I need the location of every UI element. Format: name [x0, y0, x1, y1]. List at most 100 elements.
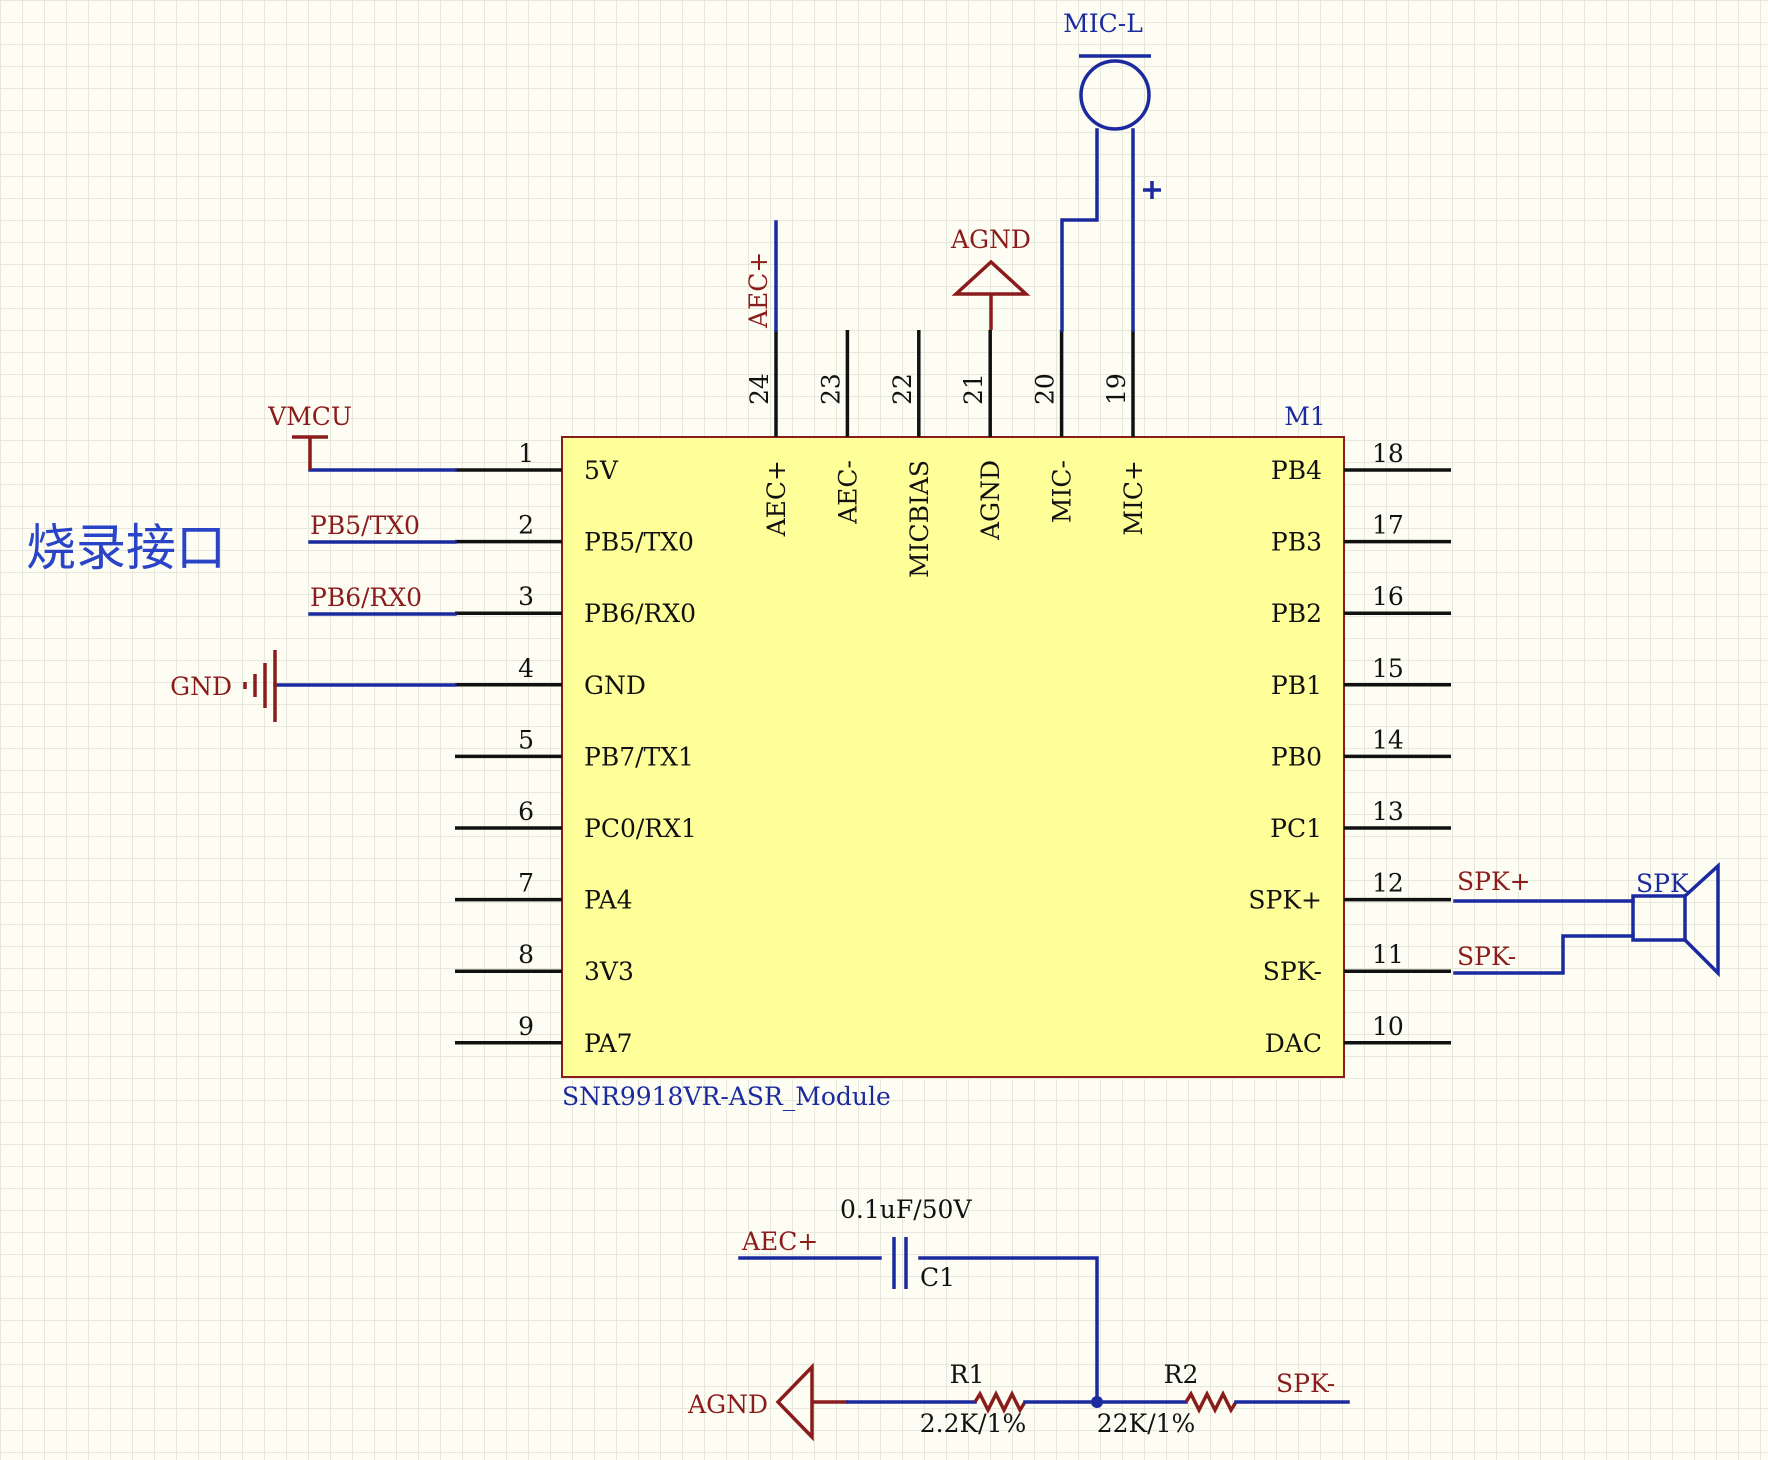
- pin-label: GND: [584, 671, 646, 700]
- pb6-net: PB6/RX0: [308, 583, 457, 616]
- pin-label: MIC+: [1119, 460, 1148, 536]
- agnd-bottom-label: AGND: [687, 1390, 768, 1419]
- agnd-top-net: AGND: [950, 225, 1031, 330]
- pin-label: SPK+: [1248, 886, 1322, 915]
- aec-plus-top-net: AEC+: [744, 220, 778, 332]
- gnd-net: GND: [170, 650, 457, 722]
- agnd-bottom-symbol: [775, 1362, 848, 1442]
- module-designator: M1: [1284, 402, 1326, 431]
- pin-label: AEC+: [762, 460, 791, 537]
- spk-plus-net: SPK+: [1453, 867, 1635, 903]
- pin-number: 18: [1372, 439, 1404, 468]
- pin-number: 7: [518, 869, 534, 898]
- flash-interface-title: 烧录接口: [26, 519, 226, 577]
- vmcu-label: VMCU: [267, 402, 352, 431]
- vmcu-net: VMCU: [267, 402, 457, 472]
- pin-number: 21: [959, 373, 988, 405]
- pin-label: AGND: [976, 460, 1005, 541]
- r1-designator: R1: [950, 1360, 985, 1389]
- left-pin-8[interactable]: 8 3V3: [455, 940, 634, 986]
- pin-number: 17: [1372, 511, 1404, 540]
- pin-number: 3: [518, 582, 534, 611]
- pin-label: 3V3: [584, 957, 634, 986]
- capacitor-c1[interactable]: [892, 1237, 908, 1289]
- r2-designator: R2: [1164, 1360, 1199, 1389]
- pin-number: 10: [1372, 1012, 1404, 1041]
- pin-label: DAC: [1265, 1029, 1322, 1058]
- microphone-mic-l[interactable]: MIC-L: [1060, 9, 1161, 332]
- pin-number: 13: [1372, 797, 1404, 826]
- pin-label: 5V: [584, 456, 619, 485]
- module-body[interactable]: [561, 436, 1345, 1078]
- capacitor-designator: C1: [920, 1263, 955, 1292]
- pin-label: PB1: [1271, 671, 1322, 700]
- pin-number: 19: [1102, 373, 1131, 405]
- aec-plus-top-label: AEC+: [744, 252, 773, 329]
- spk-minus-net: SPK-: [1453, 934, 1635, 975]
- mic-polarity-mark: [1143, 181, 1161, 199]
- pin-number: 15: [1372, 654, 1404, 683]
- pb5-net: PB5/TX0: [308, 511, 457, 544]
- pin-label: PB6/RX0: [584, 599, 696, 628]
- resistor-r2[interactable]: [1184, 1390, 1238, 1414]
- pin-label: PB7/TX1: [584, 742, 694, 771]
- pin-label: AEC-: [833, 460, 862, 525]
- pin-number: 1: [518, 439, 534, 468]
- pin-label: PB2: [1271, 599, 1322, 628]
- pin-number: 6: [518, 797, 534, 826]
- pin-label: MIC-: [1048, 460, 1077, 523]
- resistor-r1[interactable]: [973, 1390, 1027, 1414]
- left-pin-1[interactable]: 1 5V: [455, 439, 619, 485]
- pin-label: PC0/RX1: [584, 814, 697, 843]
- pin-number: 24: [745, 373, 774, 405]
- r1-value: 2.2K/1%: [920, 1409, 1027, 1438]
- spk-plus-label: SPK+: [1457, 867, 1531, 896]
- spk-minus-label: SPK-: [1457, 942, 1516, 971]
- speaker-symbol[interactable]: SPK: [1631, 862, 1720, 978]
- pin-number: 2: [518, 511, 534, 540]
- pin-label: SPK-: [1263, 957, 1322, 986]
- pin-number: 9: [518, 1012, 534, 1041]
- pin-label: PB3: [1271, 528, 1322, 557]
- module-name: SNR9918VR-ASR_Module: [562, 1082, 891, 1111]
- pin-number: 23: [816, 373, 845, 405]
- pin-number: 14: [1372, 725, 1404, 754]
- pin-number: 8: [518, 940, 534, 969]
- pin-number: 12: [1372, 869, 1404, 898]
- capacitor-value: 0.1uF/50V: [840, 1195, 972, 1224]
- spk-minus-bottom-label: SPK-: [1276, 1369, 1335, 1398]
- pin-number: 20: [1031, 373, 1060, 405]
- aec-filter-circuit: AEC+ 0.1uF/50V C1 AGND R1 2.2K/1% R2 22K…: [687, 1195, 1350, 1442]
- agnd-top-label: AGND: [950, 225, 1031, 254]
- pin-label: PA7: [584, 1029, 633, 1058]
- pb5-net-label: PB5/TX0: [310, 511, 420, 540]
- pin-number: 5: [518, 725, 534, 754]
- speaker-label: SPK: [1636, 869, 1690, 898]
